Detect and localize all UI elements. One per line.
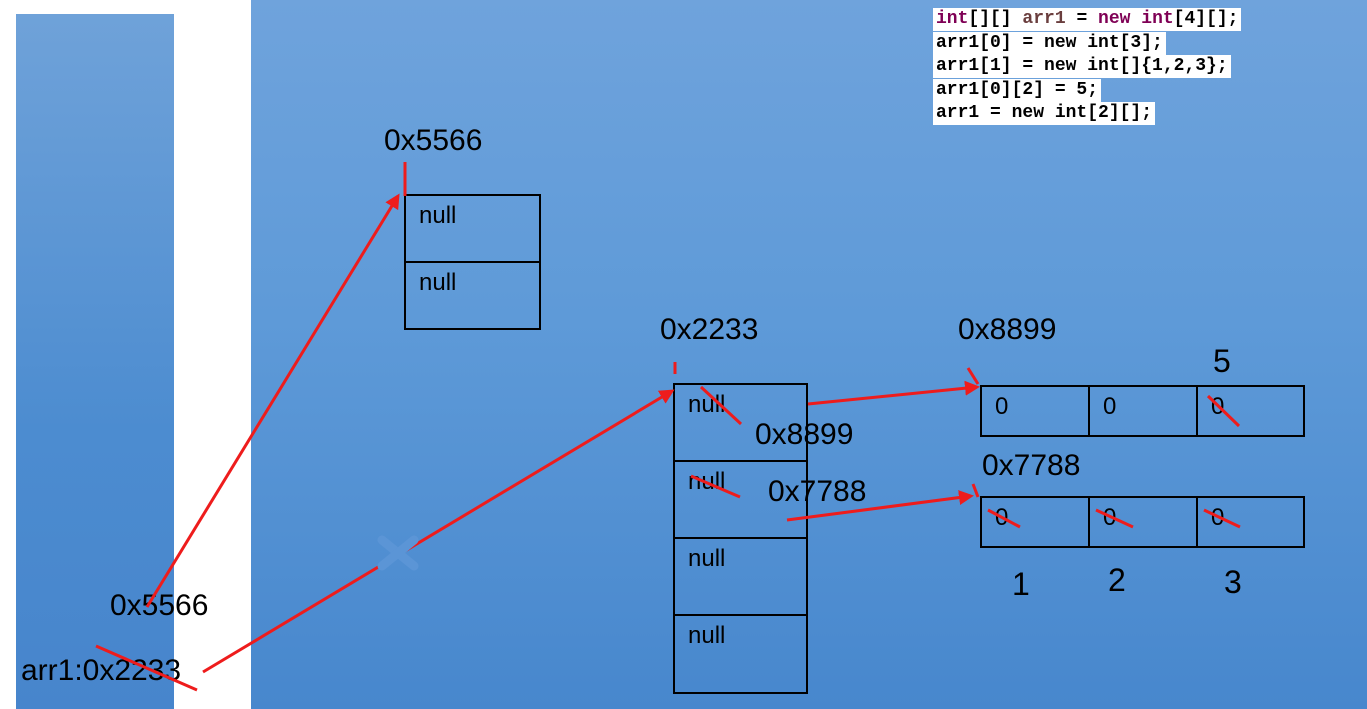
strike-null-0	[699, 385, 743, 426]
inner-address-7788: 0x7788	[768, 475, 867, 508]
tick-8899	[966, 367, 980, 385]
heap-area	[251, 0, 1367, 709]
new-value-1: 1	[1012, 566, 1030, 602]
strike-8899-2	[1206, 394, 1241, 428]
address-label-8899: 0x8899	[958, 313, 1057, 346]
array-5566-cell-1: null	[404, 261, 541, 330]
new-value-5: 5	[1213, 343, 1231, 379]
code-token: new	[1098, 9, 1131, 29]
code-line-4: arr1[0][2] = 5;	[933, 78, 1102, 102]
tick-7788	[971, 483, 980, 498]
strike-7788-2	[1203, 508, 1241, 529]
arrow-2233-to-8899	[807, 380, 980, 406]
code-line-1: int[][] arr1 = new int[4][];	[933, 8, 1242, 31]
code-token: [][]	[968, 9, 1023, 29]
strike-arr1	[95, 644, 198, 692]
arrow-2233-to-7788	[786, 490, 974, 522]
array-2233-cell-3: null	[673, 614, 808, 694]
code-line-5: arr1 = new int[2][];	[933, 102, 1156, 125]
arrow-arr1-to-2233	[202, 389, 675, 674]
stack-area	[16, 14, 174, 709]
code-token: arr1	[1022, 9, 1066, 29]
inner-address-8899: 0x8899	[755, 418, 854, 451]
strike-null-1	[690, 474, 741, 499]
stack-value-5566: 0x5566	[110, 589, 209, 622]
strike-7788-1	[1095, 508, 1134, 529]
address-label-2233: 0x2233	[660, 313, 759, 346]
address-label-5566: 0x5566	[384, 124, 483, 157]
code-line-3: arr1[1] = new int[]{1,2,3};	[933, 55, 1231, 78]
code-token: int	[936, 9, 969, 29]
code-line-2: arr1[0] = new int[3];	[933, 31, 1166, 55]
code-token: [4][];	[1173, 9, 1239, 29]
code-block: int[][] arr1 = new int[4][]; arr1[0] = n…	[933, 8, 1242, 126]
code-token: int	[1141, 9, 1174, 29]
address-label-7788: 0x7788	[982, 449, 1081, 482]
code-token: =	[1065, 9, 1099, 29]
arrow-stack-to-5566	[145, 193, 400, 608]
array-5566-cell-0: null	[404, 194, 541, 263]
new-value-3: 3	[1224, 564, 1242, 600]
new-value-2: 2	[1108, 562, 1126, 598]
cross-mark-icon	[377, 535, 419, 571]
strike-7788-0	[987, 508, 1021, 529]
